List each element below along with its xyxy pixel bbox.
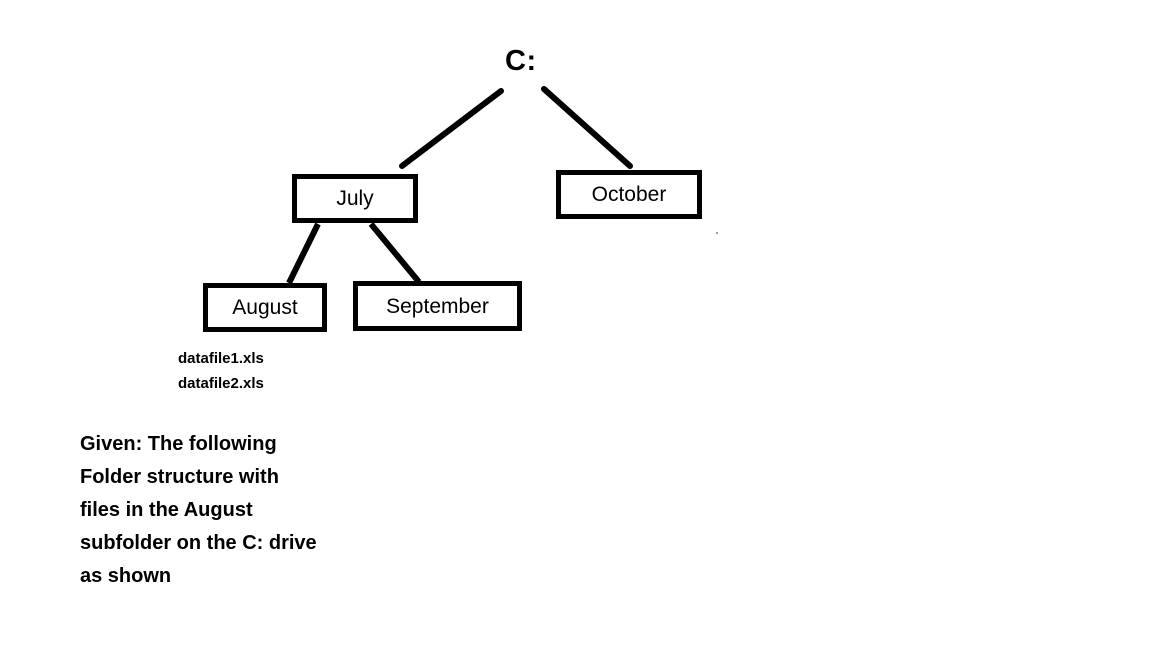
caption-block: Given: The following Folder structure wi…: [80, 428, 410, 593]
folder-node-july[interactable]: July: [292, 174, 418, 223]
root-drive-label: C:: [505, 45, 537, 77]
folder-node-october[interactable]: October: [556, 170, 702, 219]
caption-line: subfolder on the C: drive: [80, 532, 317, 554]
connector-july-to-september: [368, 222, 422, 284]
connector-root-to-october: [541, 86, 633, 169]
folder-node-october-label: October: [591, 183, 667, 206]
file-list-item: datafile2.xls: [178, 375, 264, 392]
caption-line: as shown: [80, 565, 172, 587]
caption-line: files in the August: [80, 499, 253, 521]
connector-july-to-august: [286, 222, 321, 285]
caption-line: Given: The following: [80, 433, 277, 455]
folder-node-september-label: September: [386, 294, 489, 318]
folder-node-september[interactable]: September: [353, 281, 522, 331]
folder-node-august-label: August: [232, 296, 298, 319]
file-list: datafile1.xls datafile2.xls: [178, 346, 438, 396]
folder-node-august[interactable]: August: [203, 283, 327, 332]
connector-root-to-july: [399, 88, 504, 169]
file-list-item: datafile1.xls: [178, 350, 264, 367]
caption-line: Folder structure with: [80, 466, 279, 488]
stray-mark: [716, 232, 718, 234]
folder-node-july-label: July: [336, 187, 374, 210]
